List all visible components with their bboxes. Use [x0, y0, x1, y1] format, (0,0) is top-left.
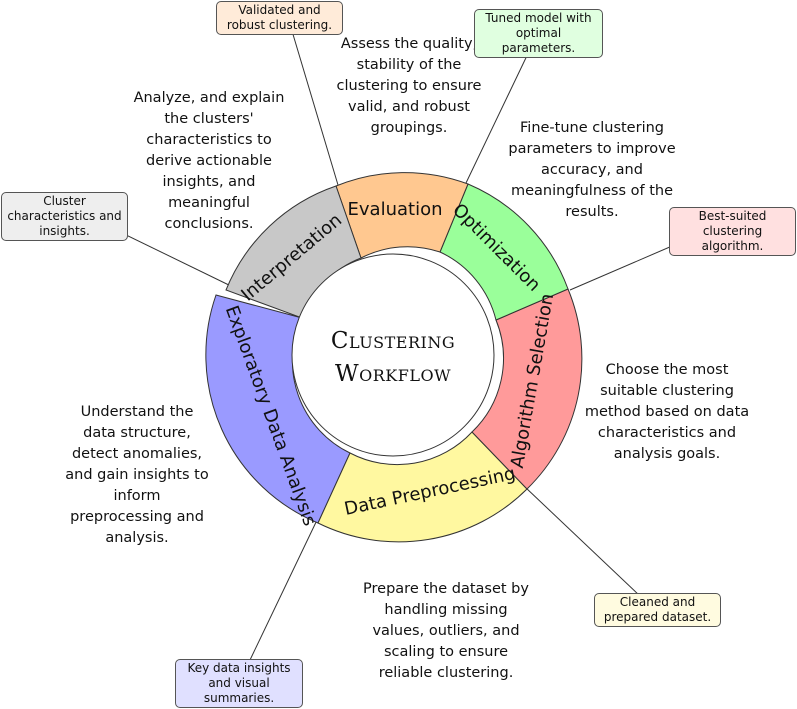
description-algo: Choose the most suitable clustering meth… — [584, 362, 750, 462]
segment-optimization[interactable] — [439, 183, 569, 321]
output-box-prep: Cleaned and prepared dataset. — [594, 593, 721, 627]
connector-eval — [291, 30, 339, 186]
segment-evaluation[interactable] — [335, 172, 469, 259]
center-title-line1: Clustering — [331, 328, 455, 354]
center-disc — [291, 253, 495, 457]
output-box-interp: Cluster characteristics and insights. — [1, 192, 128, 241]
center-title-line2: Workflow — [335, 361, 451, 387]
connector-algo — [569, 239, 687, 291]
description-opt: Fine-tune clustering parameters to impro… — [508, 120, 676, 220]
description-eval: Assess the quality, stability of the clu… — [336, 36, 482, 136]
output-box-opt: Tuned model with optimal parameters. — [474, 9, 603, 58]
output-box-algo: Best-suited clustering algorithm. — [669, 207, 796, 256]
output-box-eval: Validated and robust clustering. — [216, 1, 343, 35]
description-prep: Prepare the dataset by handling missing … — [363, 581, 529, 681]
description-eda: Understand the data structure, detect an… — [65, 404, 209, 546]
connector-opt — [465, 40, 535, 184]
connector-interp — [119, 231, 236, 289]
connector-eda — [249, 517, 319, 661]
description-interp: Analyze, and explain the clusters' chara… — [133, 90, 285, 232]
connector-lines — [119, 30, 687, 661]
label-evaluation: Evaluation — [348, 199, 443, 220]
workflow-ring — [205, 172, 583, 543]
output-box-eda: Key data insights and visual summaries. — [175, 659, 303, 708]
connector-prep — [524, 486, 641, 597]
segment-data-preprocessing[interactable] — [317, 431, 528, 543]
segment-algorithm-selection[interactable] — [471, 288, 583, 490]
